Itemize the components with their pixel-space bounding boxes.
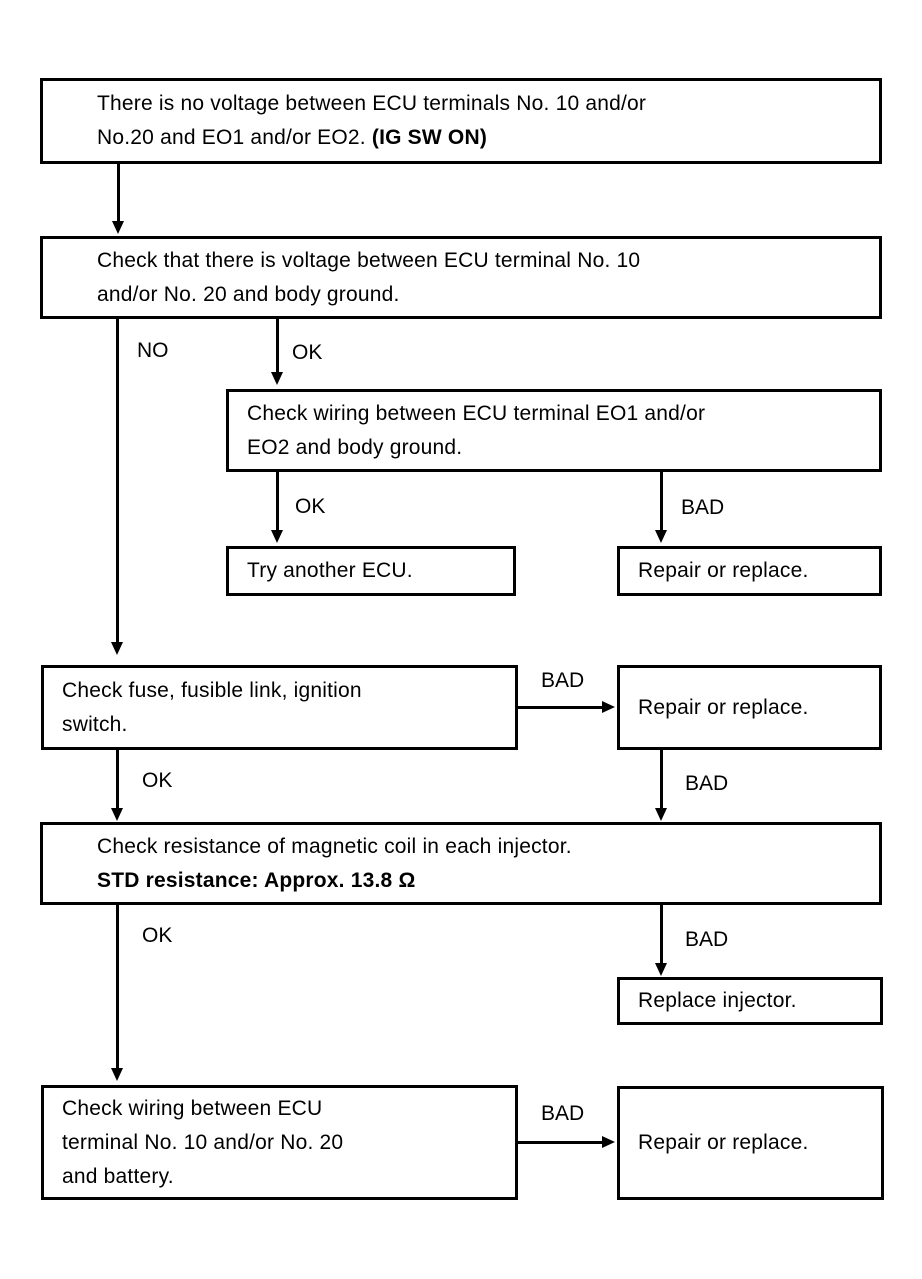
check-voltage-line-1: Check that there is voltage between ECU … — [97, 248, 641, 272]
edge-no-branch-arrowhead — [111, 642, 123, 655]
edge-battery-bad-line — [518, 1141, 603, 1144]
check-fuse-line-2: switch. — [62, 712, 128, 736]
replace-injector-box: Replace injector. — [617, 977, 883, 1025]
repair-or-replace-box-fuse: Repair or replace. — [617, 665, 882, 750]
symptom-line-2-text: No.20 and EO1 and/or EO2. — [97, 126, 372, 149]
edge-label-ok-fuse: OK — [142, 769, 173, 792]
edge-label-ok-wiring-ground: OK — [292, 341, 323, 364]
symptom-ig-sw-on: (IG SW ON) — [371, 126, 488, 149]
edge-bad-to-repair1-line — [660, 472, 663, 532]
wiring-battery-line-1: Check wiring between ECU — [62, 1096, 323, 1120]
edge-ok-to-try-ecu-arrowhead — [271, 530, 283, 543]
edge-label-bad-battery: BAD — [541, 1102, 585, 1125]
edge-label-bad-repair2: BAD — [685, 772, 729, 795]
repair-or-replace-box-battery: Repair or replace. — [617, 1086, 884, 1200]
edge-no-branch-line — [116, 319, 119, 644]
edge-label-ok-resistance: OK — [142, 924, 173, 947]
repair-or-replace-box-ground: Repair or replace. — [617, 546, 882, 596]
check-resistance-box: Check resistance of magnetic coil in eac… — [40, 822, 882, 905]
edge-symptom-to-check-voltage-line — [117, 164, 120, 223]
edge-ok-to-try-ecu-line — [276, 472, 279, 532]
wiring-ground-line-2: EO2 and body ground. — [247, 435, 463, 459]
edge-fuse-bad-arrowhead — [602, 701, 615, 713]
check-wiring-ground-box: Check wiring between ECU terminal EO1 an… — [226, 389, 882, 472]
symptom-line-2: No.20 and EO1 and/or EO2. (IG SW ON) — [43, 121, 879, 155]
edge-label-no: NO — [137, 339, 169, 362]
check-resistance-line-1: Check resistance of magnetic coil in eac… — [97, 834, 572, 858]
edge-fuse-bad-line — [518, 706, 603, 709]
try-another-ecu-box: Try another ECU. — [226, 546, 516, 596]
edge-battery-bad-arrowhead — [602, 1136, 615, 1148]
no-voltage-symptom-box: There is no voltage between ECU terminal… — [40, 78, 882, 164]
repair-or-replace-ground-label: Repair or replace. — [638, 559, 809, 582]
symptom-line-1: There is no voltage between ECU terminal… — [97, 92, 647, 115]
check-wiring-battery-box: Check wiring between ECU terminal No. 10… — [41, 1085, 518, 1200]
check-fuse-box: Check fuse, fusible link, ignition switc… — [41, 665, 518, 750]
edge-ok-resistance-to-battery-line — [116, 905, 119, 1070]
wiring-battery-line-2: terminal No. 10 and/or No. 20 — [62, 1130, 344, 1154]
check-resistance-std-value: STD resistance: Approx. 13.8 Ω — [97, 868, 416, 892]
replace-injector-label: Replace injector. — [638, 989, 797, 1012]
wiring-ground-line-1: Check wiring between ECU terminal EO1 an… — [247, 401, 706, 425]
repair-or-replace-fuse-label: Repair or replace. — [638, 695, 809, 719]
edge-label-bad-replace-injector: BAD — [685, 928, 729, 951]
edge-symptom-to-check-voltage-arrowhead — [112, 221, 124, 234]
edge-bad-to-replace-injector-line — [660, 905, 663, 965]
edge-bad-repair2-to-resistance-line — [660, 750, 663, 810]
edge-label-bad-fuse: BAD — [541, 669, 585, 692]
edge-label-ok-try-ecu: OK — [295, 495, 326, 518]
edge-bad-repair2-to-resistance-arrowhead — [655, 808, 667, 821]
edge-label-bad-repair1: BAD — [681, 496, 725, 519]
wiring-battery-line-3: and battery. — [62, 1164, 174, 1188]
edge-bad-to-replace-injector-arrowhead — [655, 963, 667, 976]
edge-ok-to-wiring-ground-arrowhead — [271, 372, 283, 385]
check-voltage-line-2: and/or No. 20 and body ground. — [97, 282, 400, 306]
edge-ok-resistance-to-battery-arrowhead — [111, 1068, 123, 1081]
try-another-ecu-label: Try another ECU. — [247, 559, 413, 582]
check-fuse-line-1: Check fuse, fusible link, ignition — [62, 678, 362, 702]
edge-bad-to-repair1-arrowhead — [655, 530, 667, 543]
check-terminal-voltage-box: Check that there is voltage between ECU … — [40, 236, 882, 319]
edge-ok-to-wiring-ground-line — [276, 319, 279, 372]
edge-ok-fuse-to-resistance-line — [116, 750, 119, 810]
edge-ok-fuse-to-resistance-arrowhead — [111, 808, 123, 821]
repair-or-replace-battery-label: Repair or replace. — [638, 1131, 809, 1154]
